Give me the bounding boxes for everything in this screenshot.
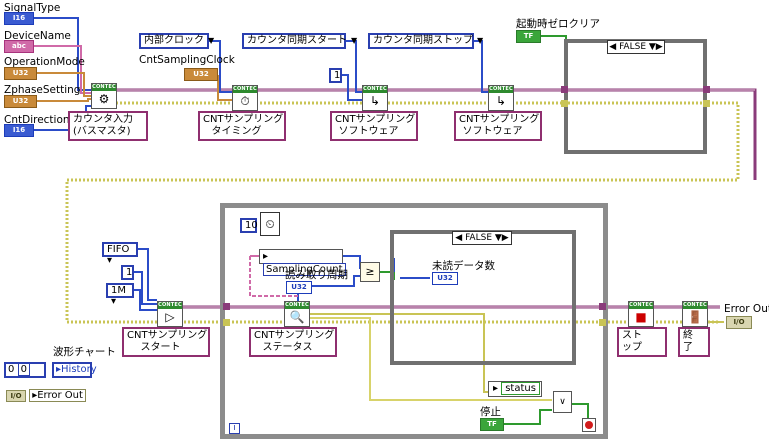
one-constant-b[interactable]: 1 [121,265,134,280]
status-unbundle[interactable]: ▸ status [488,381,542,397]
error-out-indicator: I/O [726,316,752,329]
loop-condition-terminal[interactable] [582,418,596,432]
stop-menu[interactable]: ストップ [617,327,667,357]
cnt-sampling-start-menu[interactable]: CNTサンプリング スタート [122,327,210,357]
cnt-sampling-sw2-vi[interactable]: CONTEC↳ [488,85,514,111]
fifo-constant[interactable]: FIFO ▾ [102,242,138,266]
waveform-chart-terminal[interactable]: 0 0 ▸History [4,362,97,378]
cnt-sampling-timing-menu[interactable]: CNTサンプリング タイミング [198,111,286,141]
one-m-constant[interactable]: 1M ▾ [106,283,134,307]
stop-control-terminal[interactable]: TF [480,418,504,431]
chart-index-constant[interactable]: 0 0 [4,362,46,378]
device-name-terminal[interactable]: abc [4,40,34,53]
error-wire [65,101,740,324]
wait-ms-constant[interactable]: 10 [240,218,258,233]
case1-tunnel-task-out [703,86,710,93]
case-structure-1[interactable]: ◀ FALSE ▼▶ [564,39,707,154]
cnt-sampling-timing-vi[interactable]: CONTEC⏱ [232,85,258,111]
end-vi[interactable]: CONTEC🚪 [682,301,708,327]
stop-vi[interactable]: CONTEC■ [628,301,654,327]
case2-selector[interactable]: ◀ FALSE ▼▶ [452,231,512,245]
history-property-node[interactable]: ▸History [52,362,97,378]
unread-data-label: 未読データ数 [432,260,495,272]
startup-zero-clear-label: 起動時ゼロクリア [516,18,600,30]
cnt-sampling-start-vi[interactable]: CONTEC▷ [157,301,183,327]
read-period-label: 読み取り周期 [285,269,348,281]
cnt-direction-label: CntDirection [4,114,70,126]
cnt-sampling-sw2-menu[interactable]: CNTサンプリング ソフトウェア [454,111,542,141]
loop-tunnel-error-in [223,319,230,326]
error-out-label: Error Out [724,303,769,315]
device-name-label: DeviceName [4,30,71,42]
stop-control-label: 停止 [480,406,501,418]
counter-sync-start-ring[interactable]: カウンタ同期スタート▼ [242,33,357,49]
case1-tunnel-error-in [561,100,568,107]
unread-data-terminal: U32 [432,272,458,285]
sampling-count-node[interactable]: ▸ SamplingCount [259,249,346,276]
counter-sync-stop-ring[interactable]: カウンタ同期ストップ▼ [368,33,483,49]
internal-clock-ring[interactable]: 内部クロック▼ [139,33,214,49]
loop-tunnel-task-in [223,303,230,310]
loop-tunnel-task-out [599,303,606,310]
cnt-sampling-status-menu[interactable]: CNTサンプリング ステータス [249,327,337,357]
cnt-sampling-clock-label: CntSamplingClock [139,54,235,66]
operation-mode-label: OperationMode [4,56,85,68]
cnt-sampling-status-vi[interactable]: CONTEC🔍 [284,301,310,327]
read-period-terminal[interactable]: U32 [286,281,312,294]
signal-type-terminal[interactable]: I16 [4,12,34,25]
cnt-direction-terminal[interactable]: I16 [4,124,34,137]
or-gate-icon[interactable]: ∨ [553,391,572,413]
case-structure-2[interactable]: ◀ FALSE ▼▶ [390,230,576,365]
counter-input-vi[interactable]: CONTEC⚙ [91,83,117,109]
startup-zero-clear-terminal[interactable]: TF [516,30,541,43]
case1-selector[interactable]: ◀ FALSE ▼▶ [607,40,665,54]
loop-iteration-terminal: i [229,423,240,434]
signal-type-label: SignalType [4,2,61,14]
zphase-setting-label: ZphaseSetting [4,84,81,96]
one-constant-a[interactable]: 1 [329,68,342,83]
case1-tunnel-task-in [561,86,568,93]
cnt-sampling-sw1-vi[interactable]: CONTEC↳ [362,85,388,111]
loop-tunnel-error-out [599,319,606,326]
cnt-sampling-clock-terminal[interactable]: U32 [184,68,218,81]
cnt-sampling-sw1-menu[interactable]: CNTサンプリング ソフトウェア [330,111,418,141]
wait-timer-icon[interactable]: ⏲ [260,212,280,236]
end-menu[interactable]: 終了 [678,327,710,357]
counter-input-menu[interactable]: カウンタ入力 (バスマスタ) [68,111,148,141]
operation-mode-terminal[interactable]: U32 [4,67,37,80]
zphase-setting-terminal[interactable]: U32 [4,95,37,108]
error-out-ref[interactable]: I/O ▸Error Out [6,389,86,404]
greater-equal-icon[interactable]: ≥ [360,262,380,282]
waveform-chart-label: 波形チャート [53,346,116,358]
case1-tunnel-error-out [703,100,710,107]
